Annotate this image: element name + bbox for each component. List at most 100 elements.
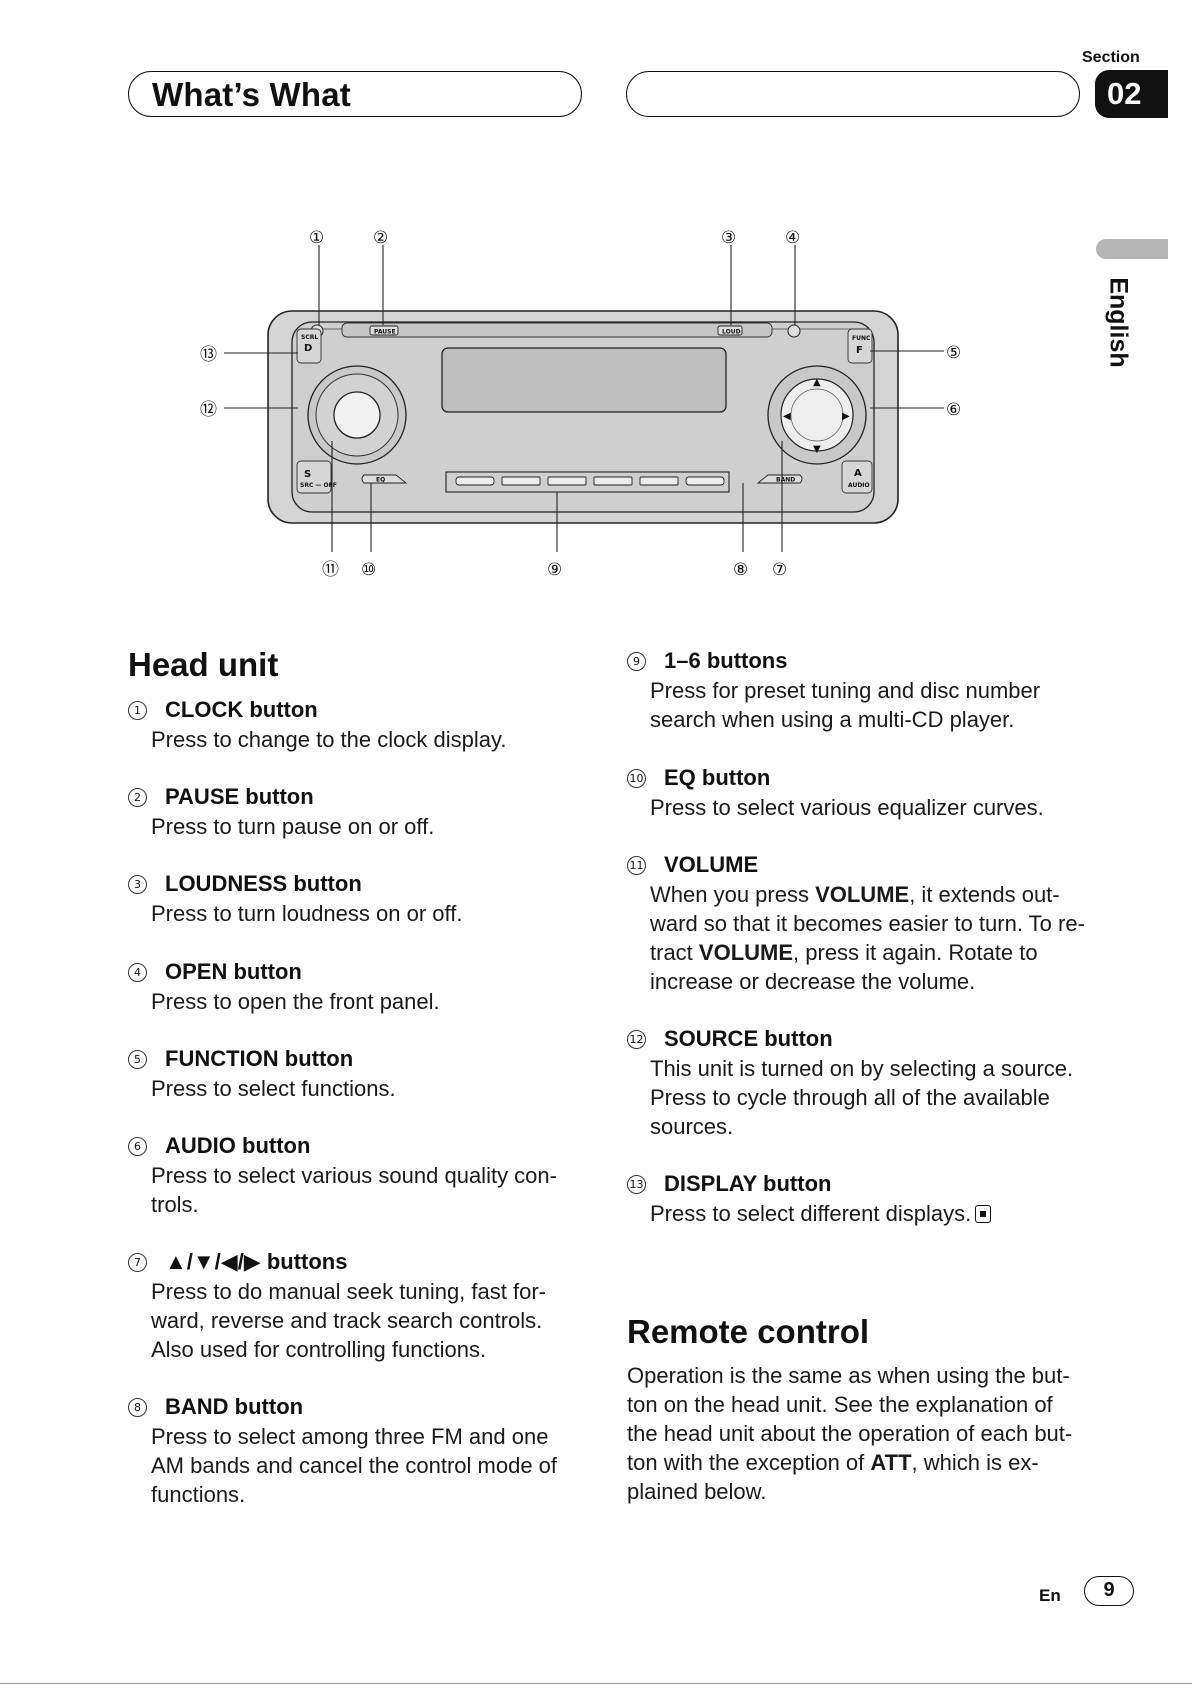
item-title: 1–6 buttons <box>664 648 788 673</box>
callout-10: ⑩ <box>361 560 376 580</box>
item-body: This unit is turned on by selecting a so… <box>650 1056 1074 1139</box>
display-window <box>441 347 727 413</box>
multi-control <box>780 378 854 452</box>
head-unit-heading: Head unit <box>128 646 279 683</box>
audio-label: AUDIO <box>848 482 870 489</box>
eq-label: EQ <box>376 477 385 484</box>
callout-6: ⑥ <box>946 400 961 420</box>
arrow-left-icon: ◀ <box>783 411 791 422</box>
arrow-right-icon: ▶ <box>842 411 850 422</box>
number-badge-12: 12 <box>627 1029 646 1049</box>
item-title: OPEN button <box>165 959 302 984</box>
arrow-down-icon: ▼ <box>813 444 821 455</box>
number-badge-1: 1 <box>128 700 147 720</box>
audio-button-shape <box>841 460 873 494</box>
volume-knob <box>333 391 381 439</box>
callout-2: ② <box>373 228 388 248</box>
header-blank-frame <box>626 71 1080 117</box>
loud-label: LOUD <box>722 329 741 336</box>
page-number: 9 <box>1084 1576 1134 1606</box>
callout-7: ⑦ <box>772 560 787 580</box>
display-button-shape <box>296 328 322 364</box>
number-badge-8: 8 <box>128 1397 147 1417</box>
item-source: 12 SOURCE button This unit is turned on b… <box>627 1024 1073 1141</box>
item-body: Press to select among three FM and one A… <box>151 1424 558 1507</box>
item-title: PAUSE button <box>165 784 314 809</box>
remote-control-heading: Remote control <box>627 1313 870 1350</box>
preset-button-group <box>445 471 730 493</box>
d-label: D <box>304 343 312 354</box>
language-tab-label: English <box>1104 277 1133 368</box>
item-body: Press to change to the clock display. <box>151 727 507 752</box>
s-label: S <box>304 469 311 480</box>
func-label: FUNC <box>852 335 871 342</box>
item-audio: 6 AUDIO button Press to select various so… <box>128 1131 557 1219</box>
number-badge-2: 2 <box>128 787 147 807</box>
band-button-shape <box>756 474 803 484</box>
item-title: FUNCTION button <box>165 1046 354 1071</box>
item-title: VOLUME <box>664 852 759 877</box>
preset-button-2 <box>501 476 541 486</box>
item-title: LOUDNESS button <box>165 871 362 896</box>
item-body: Press to select different displays. <box>650 1199 992 1228</box>
number-badge-6: 6 <box>128 1136 147 1156</box>
callout-3: ③ <box>721 228 736 248</box>
number-badge-9: 9 <box>627 651 646 671</box>
item-display: 13 DISPLAY button Press to select differe… <box>627 1169 992 1228</box>
band-label: BAND <box>776 477 795 484</box>
loud-button-shape <box>717 325 743 336</box>
number-badge-10: 10 <box>627 768 646 788</box>
leader-lines <box>224 245 944 552</box>
preset-buttons <box>455 476 725 486</box>
scrl-label: SCRL <box>301 334 318 341</box>
open-button-shape <box>787 324 801 338</box>
item-body: Press to do manual seek tuning, fast for… <box>151 1279 546 1362</box>
callout-1: ① <box>309 228 324 248</box>
callout-8: ⑧ <box>733 560 748 580</box>
callout-4: ④ <box>785 228 800 248</box>
unit-face-plate <box>291 321 875 513</box>
function-button-shape <box>847 328 873 364</box>
item-body: Press to select various equalizer curves… <box>650 795 1044 820</box>
item-body: Press for preset tuning and disc number … <box>650 678 1041 732</box>
title-frame <box>128 71 582 117</box>
item-eq: 10 EQ button Press to select various equa… <box>627 763 1044 822</box>
number-badge-3: 3 <box>128 874 147 894</box>
callout-12: ⑫ <box>200 400 217 420</box>
f-label: F <box>856 345 863 356</box>
item-title: SOURCE button <box>664 1026 833 1051</box>
callout-11: ⑪ <box>322 560 339 580</box>
callout-13: ⑬ <box>200 345 217 365</box>
pause-label: PAUSE <box>374 329 396 336</box>
preset-button-4 <box>593 476 633 486</box>
item-title: EQ button <box>664 765 771 790</box>
page-title: What’s What <box>152 76 351 113</box>
remote-control-paragraph: Operation is the same as when using the … <box>627 1363 1073 1504</box>
callout-5: ⑤ <box>946 343 961 363</box>
arrow-up-icon: ▲ <box>813 377 821 388</box>
number-badge-5: 5 <box>128 1049 147 1069</box>
number-badge-11: 11 <box>627 855 646 875</box>
item-title: CLOCK button <box>165 697 318 722</box>
item-pause: 2 PAUSE button Press to turn pause on or … <box>128 782 434 841</box>
item-title: DISPLAY button <box>664 1171 832 1196</box>
item-title: AUDIO button <box>165 1133 311 1158</box>
item-body: Press to turn pause on or off. <box>151 814 435 839</box>
number-badge-13: 13 <box>627 1174 646 1194</box>
item-preset-buttons: 9 1–6 buttons Press for preset tuning and… <box>627 646 1040 734</box>
a-label: A <box>854 468 862 479</box>
number-badge-7: 7 <box>128 1252 147 1272</box>
callout-9: ⑨ <box>547 560 562 580</box>
preset-button-6 <box>685 476 725 486</box>
preset-button-1 <box>455 476 495 486</box>
item-arrow-buttons: 7▲/▼/◀/▶ buttons Press to do manual seek… <box>128 1247 546 1364</box>
item-body: Press to select various sound quality co… <box>151 1163 557 1217</box>
pause-button-shape <box>369 325 399 336</box>
item-clock: 1 CLOCK button Press to change to the clo… <box>128 695 506 754</box>
source-button-shape <box>296 460 332 494</box>
preset-button-5 <box>639 476 679 486</box>
